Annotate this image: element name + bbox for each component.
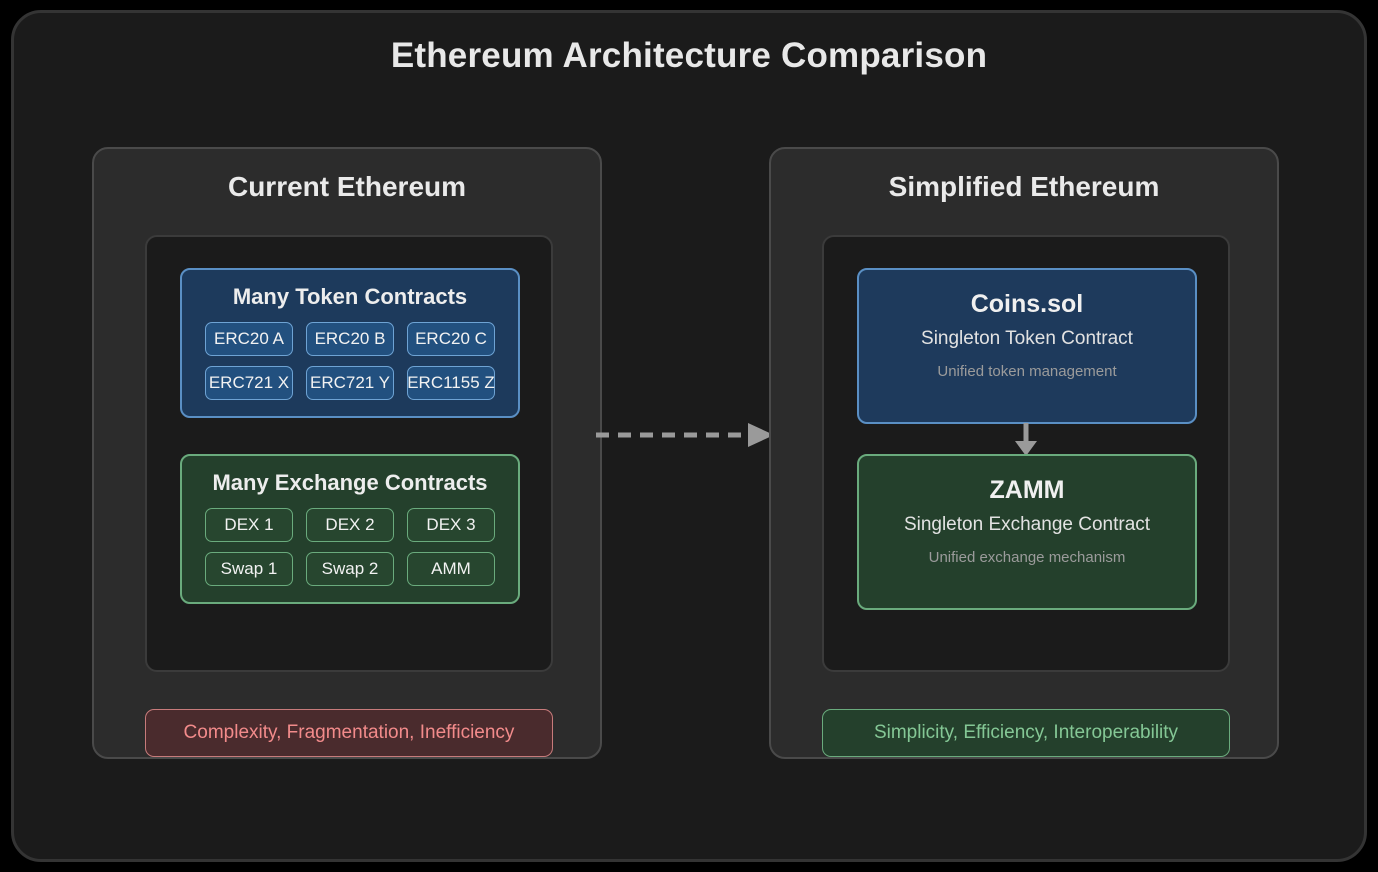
token-chip[interactable]: ERC20 C (407, 322, 495, 356)
panel-current-ethereum: Current Ethereum Many Token Contracts ER… (92, 147, 602, 759)
zamm-note: Unified exchange mechanism (928, 549, 1126, 566)
coins-sol-title: Coins.sol (970, 290, 1084, 318)
zamm-subtitle: Singleton Exchange Contract (903, 514, 1151, 535)
token-chip[interactable]: ERC1155 Z (407, 366, 495, 400)
exchange-chip-grid: DEX 1 DEX 2 DEX 3 Swap 1 Swap 2 AMM (182, 508, 518, 586)
zamm-box[interactable]: ZAMM Singleton Exchange Contract Unified… (857, 454, 1197, 610)
panel-simplified-ethereum: Simplified Ethereum Coins.sol Singleton … (769, 147, 1279, 759)
token-chip[interactable]: ERC721 X (205, 366, 293, 400)
exchange-chip[interactable]: DEX 1 (205, 508, 293, 542)
page-title: Ethereum Architecture Comparison (390, 36, 988, 75)
exchange-chip[interactable]: Swap 2 (306, 552, 394, 586)
status-badge-simplicity: Simplicity, Efficiency, Interoperability (822, 709, 1230, 757)
exchange-chip[interactable]: AMM (407, 552, 495, 586)
status-badge-complexity: Complexity, Fragmentation, Inefficiency (145, 709, 553, 757)
solid-down-arrow-icon (1009, 423, 1043, 457)
many-token-contracts-title: Many Token Contracts (232, 284, 468, 309)
panel-title-simplified: Simplified Ethereum (888, 171, 1160, 202)
coins-sol-note: Unified token management (937, 363, 1117, 380)
token-chip[interactable]: ERC20 A (205, 322, 293, 356)
dashed-right-arrow-icon (596, 418, 776, 452)
exchange-chip[interactable]: DEX 3 (407, 508, 495, 542)
exchange-chip[interactable]: DEX 2 (306, 508, 394, 542)
simplified-contracts-container: Coins.sol Singleton Token Contract Unifi… (822, 235, 1230, 672)
many-exchange-contracts-group: Many Exchange Contracts DEX 1 DEX 2 DEX … (180, 454, 520, 604)
token-chip[interactable]: ERC20 B (306, 322, 394, 356)
exchange-chip[interactable]: Swap 1 (205, 552, 293, 586)
panel-title-current: Current Ethereum (227, 171, 467, 202)
many-exchange-contracts-title: Many Exchange Contracts (212, 470, 488, 495)
current-contracts-container: Many Token Contracts ERC20 A ERC20 B ERC… (145, 235, 553, 672)
many-token-contracts-group: Many Token Contracts ERC20 A ERC20 B ERC… (180, 268, 520, 418)
zamm-title: ZAMM (989, 476, 1065, 504)
token-chip-grid: ERC20 A ERC20 B ERC20 C ERC721 X ERC721 … (182, 322, 518, 400)
token-chip[interactable]: ERC721 Y (306, 366, 394, 400)
coins-sol-box[interactable]: Coins.sol Singleton Token Contract Unifi… (857, 268, 1197, 424)
coins-sol-subtitle: Singleton Token Contract (921, 328, 1133, 349)
